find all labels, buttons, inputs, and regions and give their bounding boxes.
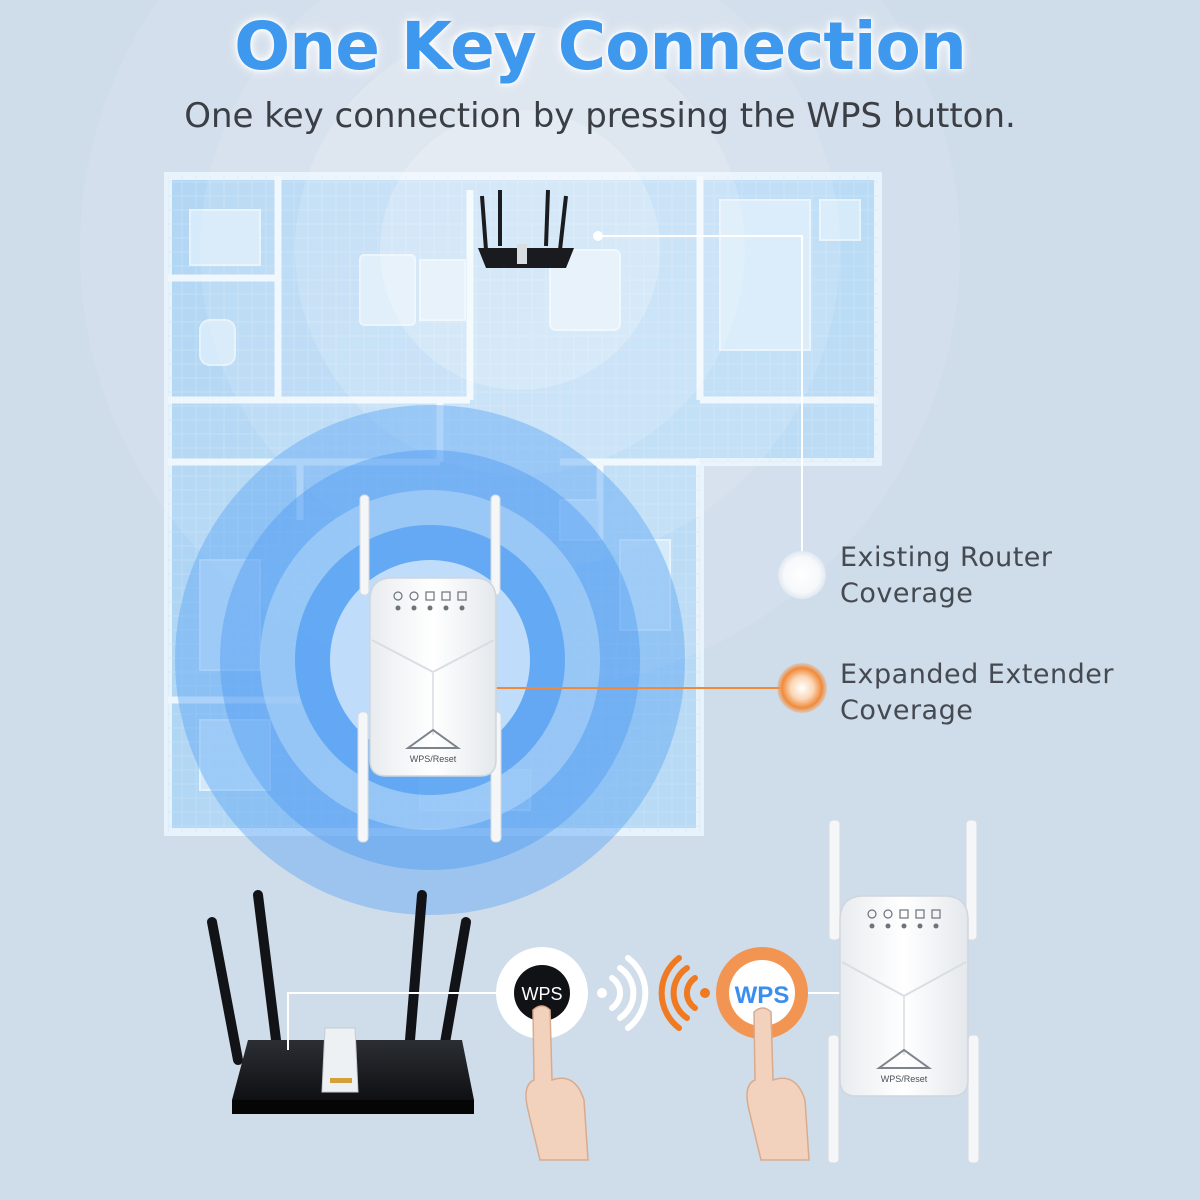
router-coverage-rings <box>80 0 960 690</box>
extender-device-bottom-right: WPS/Reset <box>827 819 980 1164</box>
extender-coverage-dot <box>777 663 827 713</box>
legend-router-coverage: Existing Router Coverage <box>840 540 1053 612</box>
extender-wps-label: WPS <box>735 982 790 1009</box>
top-router-icon <box>478 189 574 268</box>
hand-pressing-router-wps-icon <box>525 1005 589 1161</box>
extender-wps-signal-icon <box>658 955 710 1031</box>
legend-extender-coverage: Expanded Extender Coverage <box>840 657 1114 729</box>
router-coverage-dot <box>778 551 826 599</box>
router-wps-signal-icon <box>597 955 649 1031</box>
router-wps-label: WPS <box>521 984 562 1004</box>
legend-extender-coverage-line2: Coverage <box>840 695 974 726</box>
legend-router-coverage-line1: Existing Router <box>840 542 1053 573</box>
extender-wps-button: WPS <box>716 947 840 1039</box>
router-wps-button: WPS <box>496 947 588 1039</box>
extender-device-center: WPS/Reset <box>357 494 502 843</box>
legend-connector-lines <box>494 231 803 689</box>
hand-pressing-extender-wps-icon <box>746 1007 810 1161</box>
legend-extender-coverage-line1: Expanded Extender <box>840 659 1115 690</box>
legend-router-coverage-line2: Coverage <box>840 578 974 609</box>
extender-bottom-wps-reset-label: WPS/Reset <box>881 1074 928 1084</box>
page-title: One Key Connection <box>234 8 967 85</box>
bottom-router-device <box>207 890 500 1114</box>
extender-center-wps-reset-label: WPS/Reset <box>410 754 457 764</box>
page-subtitle: One key connection by pressing the WPS b… <box>184 96 1016 136</box>
